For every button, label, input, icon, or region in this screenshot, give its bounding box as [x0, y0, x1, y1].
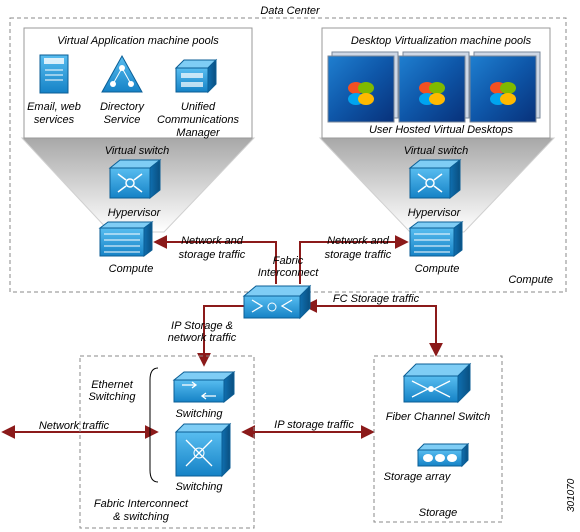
switching-region-boundary: [79, 355, 255, 529]
ucm-label: Unified: [181, 101, 216, 113]
right-compute-label: Compute: [415, 263, 460, 275]
email-service-label-2: services: [34, 114, 75, 126]
email-service-label: Email, web: [27, 101, 81, 113]
data-center-label: Data Center: [260, 5, 321, 17]
directory-service-icon: [101, 54, 143, 93]
directory-service-label: Directory: [100, 101, 146, 113]
right-virtual-switch-icon: [408, 158, 462, 200]
right-network-arrow: [299, 235, 409, 284]
right-traffic-label-2: storage traffic: [325, 249, 392, 261]
ip-storage-network-label: IP Storage &: [171, 320, 233, 332]
desktop-screens: [327, 51, 541, 123]
compute-region-label: Compute: [508, 274, 553, 286]
left-virtual-switch-label: Virtual switch: [105, 145, 170, 157]
fc-storage-arrow: [303, 299, 443, 357]
desktop-caption: User Hosted Virtual Desktops: [369, 124, 514, 136]
storage-array-label: Storage array: [384, 471, 452, 483]
ip-storage-traffic-label: IP storage traffic: [274, 419, 354, 431]
fabric-arrows: [1, 235, 443, 439]
right-virtual-switch-label: Virtual switch: [404, 145, 469, 157]
email-server-icon: [39, 54, 69, 94]
switching-icon-2: [174, 422, 232, 478]
storage-region-boundary: [373, 355, 503, 523]
fc-storage-traffic-label: FC Storage traffic: [333, 293, 420, 305]
desktop-pool-title: Desktop Virtualization machine pools: [351, 35, 532, 47]
fiber-channel-switch-label: Fiber Channel Switch: [386, 411, 491, 423]
ip-storage-network-label-2: network traffic: [168, 332, 237, 344]
storage-region-label: Storage: [419, 507, 458, 519]
ethernet-switching-label: Ethernet: [91, 379, 134, 391]
left-traffic-label-2: storage traffic: [179, 249, 246, 261]
ucm-label-3: Manager: [176, 127, 221, 139]
left-network-arrow: [153, 235, 277, 284]
desktop-screen-icon: [327, 51, 399, 123]
fabric-switching-label: Fabric Interconnect: [94, 498, 189, 510]
fabric-switching-label-2: & switching: [113, 511, 170, 523]
left-virtual-switch-icon: [108, 158, 162, 200]
left-compute-label: Compute: [109, 263, 154, 275]
switching-label-1: Switching: [175, 408, 223, 420]
left-compute-icon: [98, 221, 154, 257]
switching-brace: [149, 367, 159, 483]
switching-label-2: Switching: [175, 481, 223, 493]
unified-communications-icon: [174, 58, 218, 94]
ethernet-switching-label-2: Switching: [88, 391, 136, 403]
fabric-interconnect-label: Fabric: [273, 255, 304, 267]
directory-service-label-2: Service: [104, 114, 141, 126]
right-traffic-label: Network and: [327, 235, 390, 247]
network-traffic-label: Network traffic: [39, 420, 110, 432]
ip-storage-down-arrow: [197, 305, 244, 367]
fabric-interconnect-label-2: Interconnect: [258, 267, 319, 279]
switching-icon-1: [172, 370, 236, 404]
desktop-screen-icon: [398, 51, 470, 123]
desktop-screen-icon: [469, 51, 541, 123]
left-hypervisor-label: Hypervisor: [108, 207, 162, 219]
storage-array-icon: [416, 442, 470, 468]
fabric-interconnect-icon: [242, 284, 312, 320]
ucm-label-2: Communications: [157, 114, 239, 126]
right-hypervisor-label: Hypervisor: [408, 207, 462, 219]
fiber-channel-switch-icon: [402, 362, 472, 404]
right-compute-icon: [408, 221, 464, 257]
app-pool-title: Virtual Application machine pools: [57, 35, 219, 47]
figure-id: 301070: [566, 478, 577, 512]
left-traffic-label: Network and: [181, 235, 244, 247]
